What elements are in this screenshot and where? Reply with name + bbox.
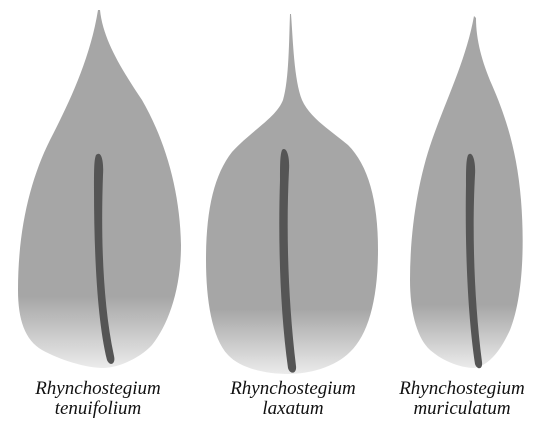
leaf-blade-laxatum bbox=[206, 14, 378, 374]
caption-genus: Rhynchostegium bbox=[14, 379, 182, 399]
caption-muriculatum: Rhynchostegium muriculatum bbox=[384, 379, 540, 419]
caption-genus: Rhynchostegium bbox=[384, 379, 540, 399]
caption-epithet: muriculatum bbox=[384, 399, 540, 419]
caption-epithet: laxatum bbox=[212, 399, 374, 419]
leaf-laxatum bbox=[206, 14, 378, 374]
caption-genus: Rhynchostegium bbox=[212, 379, 374, 399]
caption-laxatum: Rhynchostegium laxatum bbox=[212, 379, 374, 419]
leaf-tenuifolium bbox=[18, 10, 181, 368]
leaf-muriculatum bbox=[410, 16, 523, 368]
caption-tenuifolium: Rhynchostegium tenuifolium bbox=[14, 379, 182, 419]
caption-epithet: tenuifolium bbox=[14, 399, 182, 419]
